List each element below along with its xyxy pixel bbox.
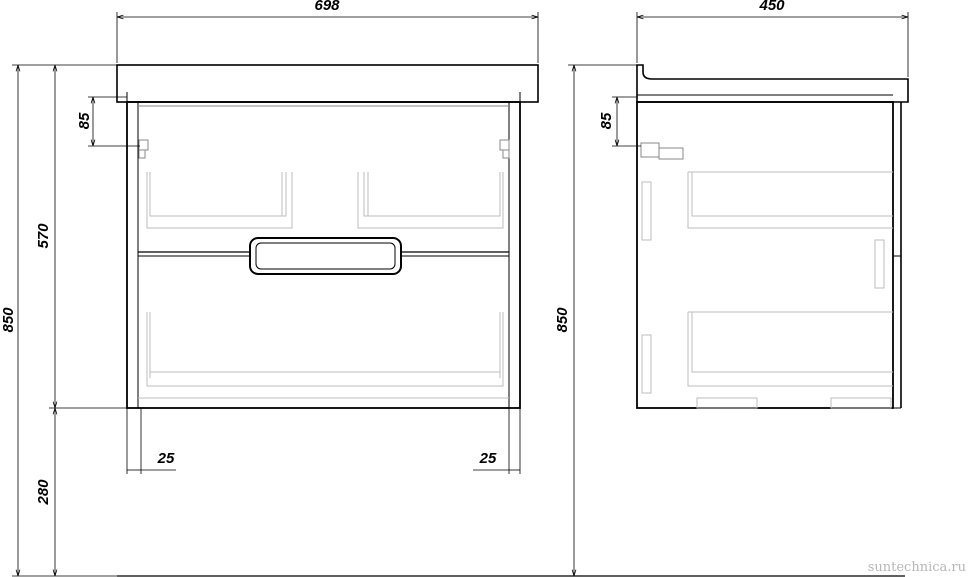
front-view: 698 85 850 570 280 [0,0,539,577]
lower-drawer-outline [138,312,509,399]
dimension-leg-height: 280 [35,408,55,576]
drawer-handle [249,237,402,275]
watermark: suntechnica.ru [868,560,966,575]
dimension-overall-height: 850 [0,64,117,577]
left-inset-label: 25 [157,450,175,467]
side-washbasin [636,64,909,103]
width-label: 698 [314,0,340,14]
dimension-side-height: 850 [554,64,637,576]
overall-height-label: 850 [0,307,17,333]
body-height-label: 570 [35,223,52,249]
side-view: 450 85 850 [554,0,909,576]
right-inset-label: 25 [479,450,497,467]
dimension-body-height: 570 [35,65,127,409]
dimension-left-inset: 25 [126,408,176,474]
dimension-depth: 450 [636,0,909,77]
dimension-side-top-offset: 85 [598,96,641,147]
upper-drawer-outline [146,172,504,229]
side-top-offset-label: 85 [598,112,615,129]
top-offset-label: 85 [76,112,93,129]
dimension-right-inset: 25 [473,408,521,474]
side-cabinet-body [636,101,902,409]
leg-height-label: 280 [35,479,52,506]
hinge-right [499,139,510,159]
dimension-top-offset: 85 [76,96,140,147]
side-hidden-parts [640,142,893,409]
dimension-width: 698 [116,0,539,63]
depth-label: 450 [758,0,785,14]
washbasin-top [116,64,539,103]
hinge-left [138,139,149,159]
side-height-label: 850 [554,307,571,333]
